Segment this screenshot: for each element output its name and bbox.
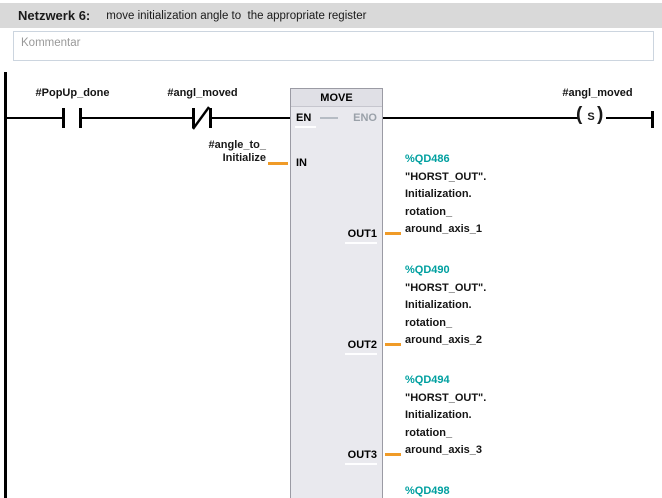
out3-operand-line: around_axis_3: [405, 444, 483, 456]
pin-out1[interactable]: OUT1: [347, 228, 377, 240]
out2-operand-line: "HORST_OUT".: [405, 281, 487, 294]
nc-contact-slash-icon: [192, 106, 210, 130]
in-connector: [268, 162, 288, 165]
out2-connector: [385, 343, 401, 346]
no-contact-symbol[interactable]: [79, 108, 82, 128]
out3-address[interactable]: %QD494: [405, 374, 450, 386]
out1-address[interactable]: %QD486: [405, 153, 450, 165]
set-coil-symbol[interactable]: ): [597, 104, 604, 125]
no-contact-symbol[interactable]: [62, 108, 65, 128]
set-coil-s[interactable]: S: [587, 111, 595, 123]
nc-contact-symbol[interactable]: [209, 108, 212, 128]
set-coil-symbol[interactable]: (: [576, 104, 583, 125]
out1-operand[interactable]: %QD486 "HORST_OUT". Initialization. rota…: [405, 151, 520, 239]
out3-operand-line: "HORST_OUT".: [405, 391, 487, 404]
right-power-rail: [651, 111, 654, 128]
network-header[interactable]: Netzwerk 6: move initialization angle to…: [0, 3, 662, 28]
nc-contact-symbol[interactable]: [192, 108, 195, 128]
pin-stub: [345, 463, 377, 465]
out3-operand[interactable]: %QD494 "HORST_OUT". Initialization. rota…: [405, 372, 520, 460]
out3-connector: [385, 453, 401, 456]
left-power-rail: [4, 72, 7, 498]
out2-operand-line: Initialization.: [405, 299, 472, 311]
out4-operand[interactable]: %QD498: [405, 483, 520, 498]
rung-wire: [211, 117, 290, 119]
pin-en[interactable]: EN: [296, 112, 312, 124]
out2-operand-line: around_axis_2: [405, 334, 483, 346]
out2-operand[interactable]: %QD490 "HORST_OUT". Initialization. rota…: [405, 262, 520, 350]
out4-address[interactable]: %QD498: [405, 485, 450, 497]
rung-wire: [81, 117, 192, 119]
out3-operand-line: rotation_: [405, 426, 453, 439]
out1-operand-line: Initialization.: [405, 188, 472, 200]
pin-out2[interactable]: OUT2: [347, 339, 377, 351]
pin-stub: [345, 353, 377, 355]
move-instruction-block[interactable]: MOVE: [290, 88, 383, 498]
comment-placeholder: Kommentar: [21, 37, 81, 49]
out1-operand-line: around_axis_1: [405, 223, 483, 235]
pin-in[interactable]: IN: [296, 157, 307, 169]
out3-operand-line: Initialization.: [405, 409, 472, 421]
in-operand-line2: Initialize: [222, 151, 266, 164]
in-operand-label[interactable]: #angle_to_ Initialize: [160, 139, 266, 164]
out2-address[interactable]: %QD490: [405, 264, 450, 276]
out1-connector: [385, 232, 401, 235]
out1-operand-line: rotation_: [405, 205, 453, 218]
pin-stub: [295, 126, 316, 128]
out1-operand-line: "HORST_OUT".: [405, 170, 487, 183]
contact-popup-done-label[interactable]: #PopUp_done: [35, 87, 110, 99]
network-title: Netzwerk 6:: [18, 8, 91, 23]
out2-operand-line: rotation_: [405, 316, 453, 329]
pin-stub: [345, 242, 377, 244]
contact-angl-moved-label[interactable]: #angl_moved: [167, 87, 238, 99]
en-eno-connector: [320, 117, 338, 119]
network-comment-field[interactable]: Kommentar: [13, 31, 654, 61]
pin-out3[interactable]: OUT3: [347, 449, 377, 461]
network-description: move initialization angle to the appropr…: [106, 9, 367, 22]
in-operand-line1: #angle_to_: [208, 139, 266, 151]
move-block-title[interactable]: MOVE: [291, 89, 382, 107]
rung-wire: [383, 117, 578, 119]
coil-angl-moved-label[interactable]: #angl_moved: [562, 87, 633, 99]
rung-wire: [7, 117, 62, 119]
rung-wire: [606, 117, 652, 119]
pin-eno[interactable]: ENO: [353, 112, 377, 124]
